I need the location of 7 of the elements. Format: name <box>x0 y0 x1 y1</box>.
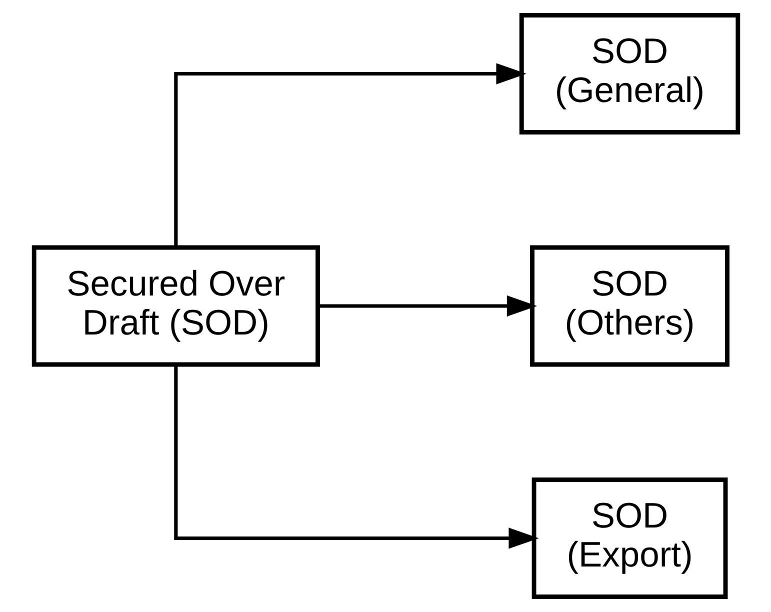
node-box: SOD (Others) <box>530 245 729 367</box>
node-box: Secured Over Draft (SOD) <box>31 245 320 367</box>
node-box: SOD (General) <box>518 13 740 134</box>
arrow <box>318 295 537 317</box>
node-box: SOD (Export) <box>531 478 728 599</box>
arrow <box>174 63 526 248</box>
arrow <box>174 364 538 549</box>
